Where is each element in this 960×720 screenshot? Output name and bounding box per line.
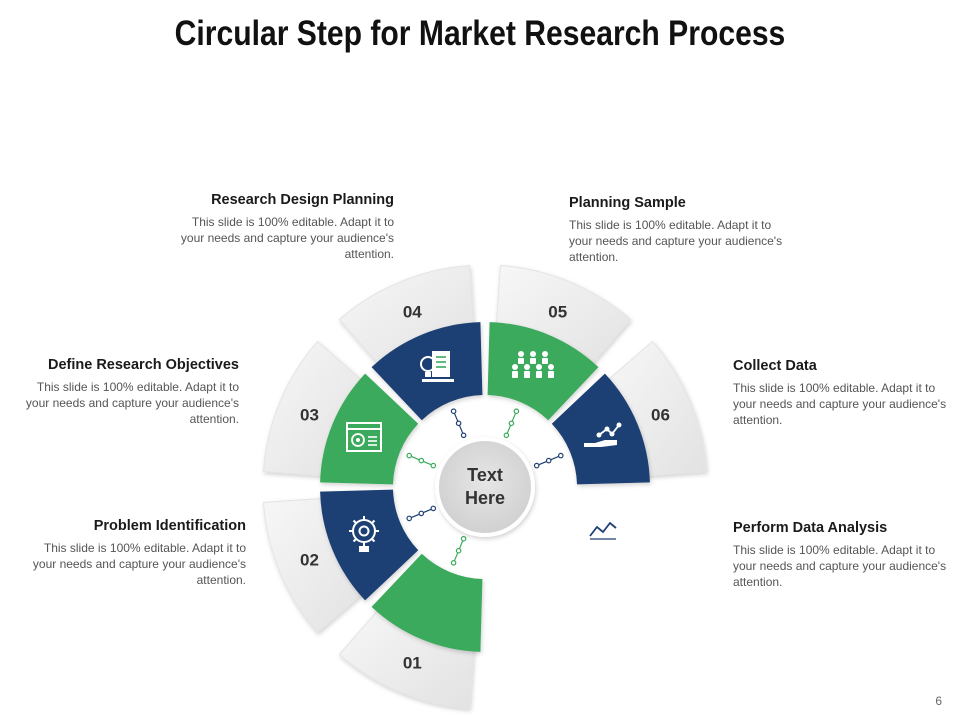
idea-document-icon [420,351,454,382]
step-numbers: 01 02 03 04 05 06 [300,303,670,673]
step-03-text: Research Design Planning This slide is 1… [179,192,394,262]
step-05-description: This slide is 100% editable. Adapt it to… [733,381,947,427]
step-04-heading: Planning Sample [569,195,686,211]
step-06-number: 06 [651,405,670,424]
step-02-text: Define Research Objectives This slide is… [24,357,239,427]
center-hub: Text Here [435,437,535,537]
step-01-heading: Problem Identification [93,518,246,534]
step-06-connector [533,452,564,469]
step-02-connector [406,505,437,522]
step-06-text: Perform Data Analysis This slide is 100%… [733,520,948,590]
center-text-line1: Text [467,465,503,485]
step-02-description: This slide is 100% editable. Adapt it to… [25,380,239,426]
step-01-segment [371,553,483,652]
step-03-heading: Research Design Planning [211,192,394,208]
step-01-description: This slide is 100% editable. Adapt it to… [32,541,246,587]
step-02-number: 02 [300,551,319,570]
step-02-heading: Define Research Objectives [47,357,239,373]
step-04-description: This slide is 100% editable. Adapt it to… [569,218,783,264]
center-text-line2: Here [465,488,505,508]
step-05-heading: Collect Data [733,358,817,374]
step-01-connector [450,535,467,566]
step-06-segment [551,373,650,485]
step-01-text: Problem Identification This slide is 100… [31,518,246,588]
step-03-connector [406,452,437,469]
browser-target-icon [346,422,382,452]
step-05-connector [503,408,520,439]
chart-screen-icon [585,517,621,543]
outer-tabs [262,264,708,710]
hand-data-icon [584,422,622,447]
step-05-segment [487,322,599,421]
step-06-description: This slide is 100% editable. Adapt it to… [733,543,947,589]
step-04-text: Planning Sample This slide is 100% edita… [569,195,784,265]
step-01-number: 01 [403,654,422,673]
page-number: 6 [935,694,942,708]
gear-lightbulb-icon [349,516,379,552]
connectors [406,408,564,566]
center-hub-disc [439,441,531,533]
people-group-icon [512,351,554,378]
slide-title: Circular Step for Market Research Proces… [174,14,786,53]
step-05-text: Collect Data This slide is 100% editable… [733,358,948,428]
step-03-number: 03 [300,405,319,424]
step-02-segment [320,489,419,601]
step-04-connector [450,408,467,439]
step-04-number: 04 [403,303,422,322]
step-06-heading: Perform Data Analysis [733,520,888,536]
step-icons [346,351,622,552]
step-03-description: This slide is 100% editable. Adapt it to… [180,215,394,261]
step-05-number: 05 [548,303,567,322]
